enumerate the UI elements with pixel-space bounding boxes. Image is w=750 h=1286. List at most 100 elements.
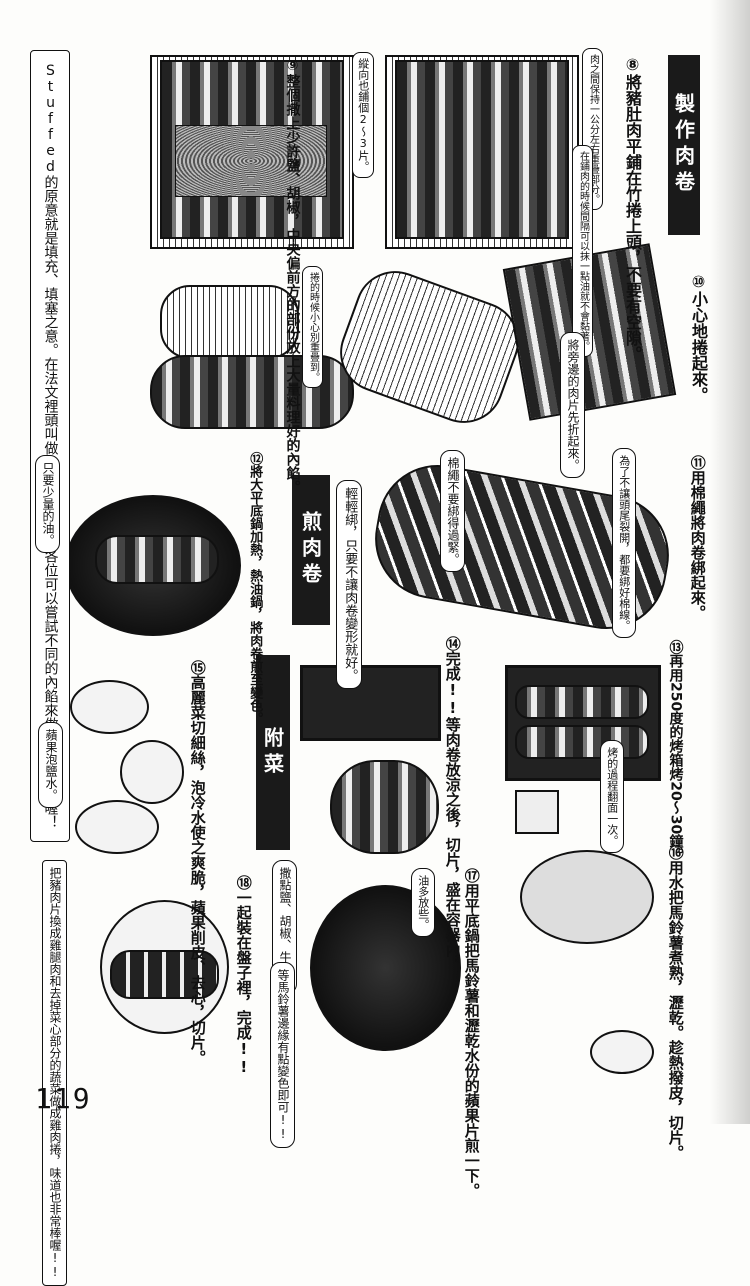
- note-no-overlap: 捲的時候小心別重疊到。: [302, 266, 323, 388]
- step-15: ⑮高麗菜切細絲，泡冷水使之爽脆，蘋果削皮、去心，切片。: [188, 660, 207, 1065]
- section-fry-roll: 煎肉卷: [292, 475, 330, 625]
- note-line: 翻面一次。: [605, 791, 619, 846]
- step-9-line: 央偏前方的部份放上大量料理: [284, 242, 301, 424]
- note-line: 小心別重疊到。: [307, 312, 319, 382]
- step-17-line: ⑰用平底鍋把馬鈴薯和瀝乾: [462, 868, 481, 1048]
- note-line: 左右重疊部分。: [587, 134, 599, 204]
- note-line: 就不會黏著。: [577, 291, 589, 351]
- note-line: 縱向也鋪個: [356, 58, 370, 113]
- rolling-illustration: [328, 259, 531, 435]
- step-8: ⑧將豬肚肉平鋪在竹捲上頭，不要有空隙。: [622, 55, 642, 362]
- step-15-line: 爽脆，蘋果削皮、去心，切: [188, 855, 207, 1035]
- filling-illustration: [175, 125, 327, 197]
- step-18-line: ⑱一起裝在盤子裡，完成!!: [234, 875, 253, 1076]
- sliced-roll-illustration: [330, 760, 439, 854]
- note-line: 各位可以嘗試不同的內餡來做，: [42, 549, 59, 745]
- note-line: 烤的過程: [605, 747, 619, 791]
- note-line: 肉片先: [566, 387, 580, 423]
- step-9-line: ⑨整個撒上少許鹽、胡椒，中: [284, 58, 301, 242]
- note-line: 把豬肉片換成雞腿肉和去掉: [48, 867, 62, 1011]
- note-fold: 將旁邊的肉片先折起來。: [560, 332, 585, 478]
- step-8-line: ⑧將豬肚肉平鋪在竹捲上頭，: [623, 55, 642, 266]
- note-line: 2〜3片。: [356, 113, 370, 172]
- step-14: ⑭完成!!等肉卷放涼之後，切片，盛在容器內。: [443, 636, 462, 972]
- note-salt-water: 蘋果泡鹽水。: [38, 722, 63, 808]
- note-line: 都要綁好棉線。: [617, 554, 631, 631]
- roast-roll-2-illustration: [515, 725, 649, 759]
- section-make-roll: 製作肉卷: [668, 55, 700, 235]
- step-16: ⑯用水把馬鈴薯煮熟，瀝乾。趁熱撥皮，切片。: [666, 845, 685, 1160]
- note-line: 折起來。: [566, 423, 580, 471]
- step-14-line: 片，盛在容器內。: [443, 852, 462, 972]
- step-17: ⑰用平底鍋把馬鈴薯和瀝乾水份的蘋果片煎一下。: [462, 868, 481, 1198]
- pork-belly-slices-illustration: [395, 60, 569, 239]
- note-line: 有點變色即可!!: [276, 1041, 290, 1141]
- step-14-line: ⑭完成!!等肉卷放涼之後，切: [443, 636, 462, 852]
- step-13-line: ⑬再用250度的烤箱烤20〜30: [667, 640, 684, 835]
- apple-saltwater-bowl-illustration: [75, 800, 159, 854]
- note-line: 蘋果泡鹽水。: [44, 729, 58, 801]
- step-15-line: 片。: [188, 1035, 207, 1065]
- note-line: 頭尾裂開，: [617, 499, 631, 554]
- rolled-meat-illustration: [150, 355, 354, 429]
- note-line: 肉之間保持一公分: [587, 54, 599, 134]
- note-line: 綁得過緊。: [446, 505, 460, 565]
- note-little-oil: 只要少量的油。: [35, 455, 60, 553]
- page-edge-shadow: [710, 0, 750, 1124]
- step-13-line: 鐘。: [667, 834, 684, 863]
- note-line: 等馬鈴薯邊緣: [276, 969, 290, 1041]
- note-flip: 烤的過程翻面一次。: [600, 740, 624, 853]
- note-line: Stuffed的原意就是填充、填塞之意。: [42, 63, 59, 357]
- cabbage-bowl-illustration: [70, 680, 149, 734]
- step-10-line: ⑩小心地捲起來。: [689, 272, 708, 403]
- step-17-line: 水份的蘋果片煎一下。: [462, 1048, 481, 1198]
- note-line: 撒點鹽、胡椒、: [278, 867, 292, 951]
- step-13: ⑬再用250度的烤箱烤20〜30鐘。: [666, 640, 684, 862]
- rolled-mat-illustration: [160, 285, 299, 359]
- page-number: 119: [35, 1082, 92, 1115]
- note-line: 捲的時候: [307, 272, 319, 312]
- note-vertical: 縱向也鋪個2〜3片。: [352, 52, 374, 178]
- oven-icon: [515, 790, 559, 834]
- step-9-line: 好的內餡。: [284, 424, 301, 494]
- note-line: 輕輕綁，只要不讓: [342, 487, 358, 591]
- note-line: 油多放些。: [416, 875, 430, 930]
- note-tie: 為了不讓頭尾裂開，都要綁好棉線。: [612, 448, 636, 638]
- step-11: ⑪用棉繩將肉卷綁起來。: [688, 455, 707, 620]
- sliced-roll-plate-illustration: [110, 950, 219, 999]
- apple-illustration: [120, 740, 184, 804]
- section-side-dish: 附菜: [256, 655, 290, 850]
- step-11-line: ⑪用棉繩將肉卷綁起來。: [688, 455, 707, 620]
- step-8-line: 不要有空隙。: [623, 266, 642, 362]
- note-line: 間隔可以抹一點油: [577, 211, 589, 291]
- oven-tray-illustration: [505, 665, 661, 781]
- note-line: 為了不讓: [617, 455, 631, 499]
- roast-roll-1-illustration: [515, 685, 649, 719]
- note-line: 棉繩不要: [446, 457, 460, 505]
- step-18: ⑱一起裝在盤子裡，完成!!: [234, 875, 253, 1076]
- step-12-line: 將肉卷煎至變色。: [247, 621, 263, 725]
- note-line: 將旁邊的: [566, 339, 580, 387]
- step-15-line: ⑮高麗菜切細絲，泡冷水使之: [188, 660, 207, 855]
- note-edge-color: 等馬鈴薯邊緣有點變色即可!!: [270, 962, 295, 1148]
- cooling-tray-illustration: [300, 665, 441, 741]
- step-12-line: ⑫將大平底鍋加熱，熱油鍋，: [247, 452, 263, 621]
- note-line: 在鋪肉的時候: [577, 151, 589, 211]
- note-not-tight: 棉繩不要綁得過緊。: [440, 450, 465, 572]
- note-gently: 輕輕綁，只要不讓肉卷變形就好。: [336, 480, 363, 689]
- frying-roll-illustration: [95, 535, 219, 584]
- step-10: ⑩小心地捲起來。: [688, 272, 708, 403]
- note-line: 只要少量的油。: [41, 462, 55, 546]
- note-line: 肉卷變形就好。: [342, 591, 358, 682]
- boiling-pot-illustration: [520, 850, 654, 944]
- note-more-oil: 油多放些。: [411, 868, 435, 937]
- step-16-line: ⑯用水把馬鈴薯煮熟，瀝: [666, 845, 685, 1010]
- note-chicken: 把豬肉片換成雞腿肉和去掉菜心部分的蔬菜做成雞肉捲，味道也非常棒喔!!: [42, 860, 67, 1286]
- note-line: 味道也非常棒喔!!: [48, 1167, 62, 1279]
- note-oil: 在鋪肉的時候間隔可以抹一點油就不會黏著。: [572, 145, 593, 357]
- potato-pan-illustration: [310, 885, 461, 1051]
- step-9: ⑨整個撒上少許鹽、胡椒，中央偏前方的部份放上大量料理好的內餡。: [283, 58, 301, 494]
- potatoes-illustration: [590, 1030, 654, 1074]
- step-12: ⑫將大平底鍋加熱，熱油鍋，將肉卷煎至變色。: [246, 452, 262, 725]
- step-16-line: 乾。趁熱撥皮，切片。: [666, 1010, 685, 1160]
